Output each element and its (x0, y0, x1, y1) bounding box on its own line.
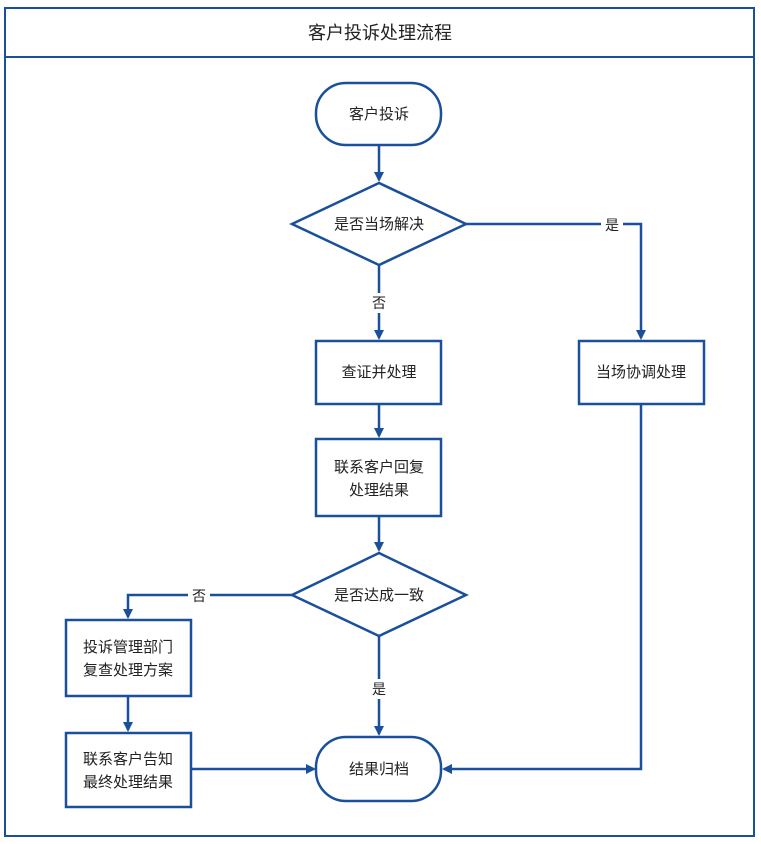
node-reply-label-line1: 联系客户回复 (334, 458, 424, 476)
node-reply-label-line2: 处理结果 (349, 481, 409, 499)
edge-onsite-to-archive (442, 404, 643, 774)
node-archive-label: 结果归档 (349, 760, 409, 778)
node-onsite-label: 当场协调处理 (596, 363, 686, 381)
node-start-terminal (314, 81, 443, 147)
node-verify-box (314, 339, 443, 406)
edge-decision2-no (123, 593, 292, 619)
node-decision1-diamond (289, 181, 469, 267)
node-decision1-label: 是否当场解决 (334, 215, 424, 233)
edge-decision1-yes (466, 222, 646, 340)
node-archive-terminal (314, 735, 443, 803)
node-reply-box (314, 437, 443, 518)
node-notify-box (64, 731, 193, 809)
node-review-label-line1: 投诉管理部门 (83, 638, 173, 656)
outer-frame (4, 7, 755, 837)
diagram-title: 客户投诉处理流程 (308, 23, 452, 44)
node-review-label-line2: 复查处理方案 (83, 661, 173, 679)
node-notify-label-line1: 联系客户告知 (83, 750, 173, 768)
node-onsite-box (577, 339, 706, 406)
edge-label-d2-no: 否 (192, 589, 206, 605)
node-decision2-label: 是否达成一致 (334, 586, 424, 604)
edge-label-d1-yes: 是 (605, 218, 619, 234)
node-verify-label: 查证并处理 (341, 363, 416, 381)
edge-label-d1-no: 否 (372, 296, 386, 312)
node-review-box (64, 618, 193, 698)
edge-label-d2-yes: 是 (372, 682, 386, 698)
node-notify-label-line2: 最终处理结果 (83, 773, 173, 791)
node-decision2-diamond (289, 551, 469, 638)
node-start-label: 客户投诉 (349, 105, 409, 123)
